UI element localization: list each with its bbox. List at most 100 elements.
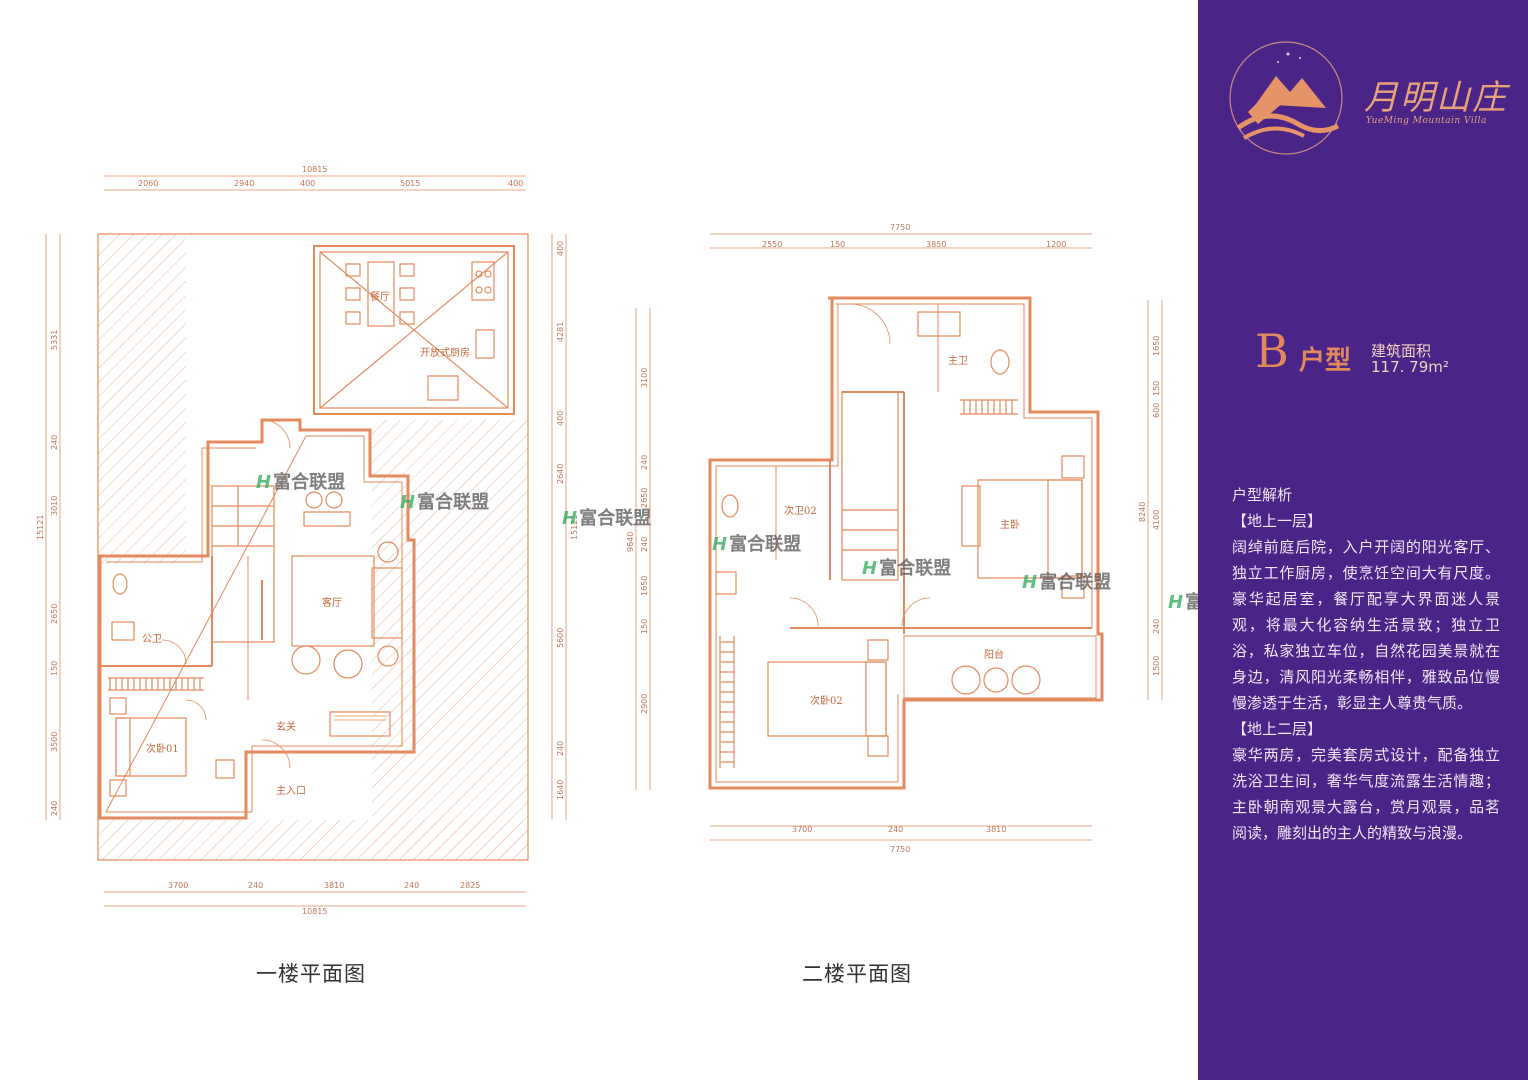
watermark-h-icon: H [562, 508, 578, 529]
dim-1f-right-3: 400 [556, 411, 565, 426]
info-sidebar [1198, 0, 1528, 1080]
room-label-master-bath: 主卫 [948, 355, 968, 367]
master-toilet [990, 349, 1010, 375]
dim-2f-bottom-3: 3810 [986, 825, 1006, 834]
dim-1f-top-3: 400 [300, 179, 315, 188]
dim-2f-left-5: 1650 [640, 576, 649, 596]
dim-1f-top-2: 2940 [234, 179, 254, 188]
mountain-moon-logo-icon [1229, 41, 1343, 155]
description-heading: 户型解析 [1232, 486, 1293, 504]
kitchen-counter [471, 261, 495, 301]
wardrobe-2f [719, 636, 735, 768]
dim-1f-right-2: 4281 [556, 322, 565, 342]
area-value: 117. 79m² [1371, 358, 1449, 376]
dim-1f-left-7: 240 [50, 801, 59, 816]
brand-name-cn: 月明山庄 [1364, 78, 1508, 118]
site-boundary [97, 233, 529, 861]
dim-2f-bottom-1: 3700 [792, 825, 812, 834]
dim-2f-right-2: 150 [1152, 381, 1161, 396]
watermark-h-icon: H [1168, 592, 1184, 613]
house-outline-1f [98, 418, 416, 820]
balcony-area [903, 635, 1097, 699]
floor-plans-drawing: 餐厅 开放式厨房 客厅 公卫 次卧01 玄关 主入口 主卫 次卫02 主卧 次卧… [36, 165, 1163, 916]
floor1-tag: 【地上一层】 [1232, 512, 1323, 530]
plan-1-dim-lines [45, 175, 567, 907]
dim-2f-left-6: 150 [640, 619, 649, 634]
room-label-foyer: 玄关 [276, 720, 296, 733]
room-label-living: 客厅 [322, 596, 342, 609]
area-label: 建筑面积 [1371, 342, 1432, 360]
dim-2f-left-2: 240 [640, 455, 649, 470]
dining-kitchen-block [313, 245, 515, 415]
dim-2f-bottom-2: 240 [888, 825, 903, 834]
watermark-h-icon: H [712, 534, 728, 555]
toilet-1f [112, 573, 128, 595]
dim-1f-left-2: 240 [50, 435, 59, 450]
dim-2f-top-2: 150 [830, 240, 845, 249]
dim-2f-top-1: 2550 [762, 240, 782, 249]
unit-letter: B [1255, 324, 1289, 378]
dim-2f-top-3: 3850 [926, 240, 946, 249]
dim-1f-left-1: 5331 [50, 330, 59, 350]
room-label-bath: 公卫 [142, 634, 162, 645]
dim-1f-right-total: 15121 [570, 515, 579, 540]
balcony-chair-2 [1011, 665, 1041, 695]
balcony-chair-1 [951, 665, 981, 695]
dim-1f-bottom-5: 2825 [460, 881, 480, 890]
floor2-text: 豪华两房，完美套房式设计，配备独立洗浴卫生间，奢华气度流露生活情趣；主卧朝南观景… [1232, 746, 1500, 842]
master-vanity [917, 311, 961, 337]
tv-cabinet [329, 711, 391, 737]
brand-logo: 月明山庄 YueMing Mountain Villa [1228, 40, 1508, 160]
dim-1f-top-1: 2060 [138, 179, 158, 188]
brand-name-en: YueMing Mountain Villa [1366, 116, 1487, 126]
unit-type-label: 户型 [1299, 346, 1352, 376]
toilet-2f [721, 494, 739, 518]
house-outline-2f [708, 296, 1104, 790]
armchair-1 [291, 645, 321, 675]
room-label-balcony: 阳台 [984, 648, 1004, 661]
watermark-h-icon: H [862, 558, 878, 579]
plan-1-floor [45, 175, 567, 907]
dim-2f-right-5: 240 [1152, 619, 1161, 634]
dim-1f-right-5: 5600 [556, 628, 565, 648]
room-label-master-bed: 主卧 [1000, 518, 1020, 531]
master-bed [977, 479, 1083, 579]
master-wardrobe [960, 399, 1018, 415]
dining-table [345, 261, 415, 327]
dim-1f-bottom-2: 240 [248, 881, 263, 890]
garden-bottom-hatch [98, 820, 528, 860]
dim-1f-right-4: 2640 [556, 464, 565, 484]
room-label-bath02: 次卫02 [784, 504, 817, 517]
dim-2f-left-total: 9640 [626, 532, 635, 552]
stair-2f [841, 391, 899, 581]
dim-2f-right-total: 8240 [1138, 502, 1147, 522]
dim-2f-left-1: 3100 [640, 368, 649, 388]
dim-1f-left-3: 3010 [50, 496, 59, 516]
plan-2-floor [635, 233, 1163, 841]
plan-1-title: 一楼平面图 [256, 962, 366, 986]
dim-1f-left-4: 2650 [50, 604, 59, 624]
dim-1f-bottom-3: 3810 [324, 881, 344, 890]
living-rug [291, 555, 375, 647]
watermark-h-icon: H [1022, 572, 1038, 593]
dim-2f-right-1: 1650 [1152, 336, 1161, 356]
garden-right-hatch [372, 420, 528, 860]
room-label-dining: 餐厅 [370, 290, 390, 303]
dim-1f-bottom-1: 3700 [168, 881, 188, 890]
dim-2f-right-3: 600 [1152, 403, 1161, 418]
dim-2f-left-4: 240 [640, 537, 649, 552]
dim-1f-left-5: 150 [50, 661, 59, 676]
dim-1f-right-1: 400 [556, 241, 565, 256]
dim-1f-top-4: 5015 [400, 179, 420, 188]
stair-1f [211, 485, 275, 643]
room-label-entrance: 主入口 [276, 785, 306, 797]
garden-left-hatch [98, 234, 186, 564]
layout-description: 户型解析 【地上一层】 阔绰前庭后院，入户开阔的阳光客厅、独立工作厨房，使烹饪空… [1232, 482, 1500, 846]
room-label-bed01: 次卧01 [146, 742, 179, 755]
